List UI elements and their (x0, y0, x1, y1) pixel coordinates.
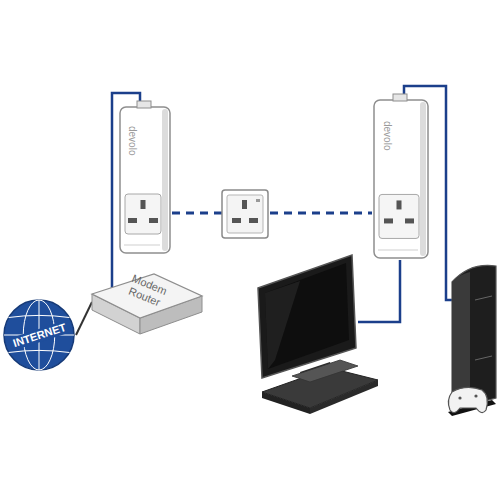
text-holder: INTERNET (2, 325, 76, 343)
wall-socket (222, 190, 268, 238)
network-cable (76, 302, 92, 335)
powerline-adapter-outline (118, 105, 172, 255)
tv-illustration (258, 255, 378, 414)
powerline-adapter: devolo (372, 98, 430, 260)
modem-router: Modem Router (92, 274, 202, 336)
brand-label: devolo (127, 126, 139, 155)
internet-globe: INTERNET (2, 298, 76, 372)
controller-illustration (448, 387, 487, 412)
brand-label: devolo (382, 121, 394, 150)
text-holder: Modem Router (118, 278, 176, 303)
powerline-adapter: devolo (118, 105, 172, 255)
text-holder: devolo (381, 116, 410, 134)
powerline-link (172, 213, 372, 214)
powerline-adapter-outline (372, 98, 430, 260)
network-cable (358, 260, 400, 322)
text-holder: devolo (126, 121, 155, 139)
game-console-illustration (448, 265, 496, 416)
